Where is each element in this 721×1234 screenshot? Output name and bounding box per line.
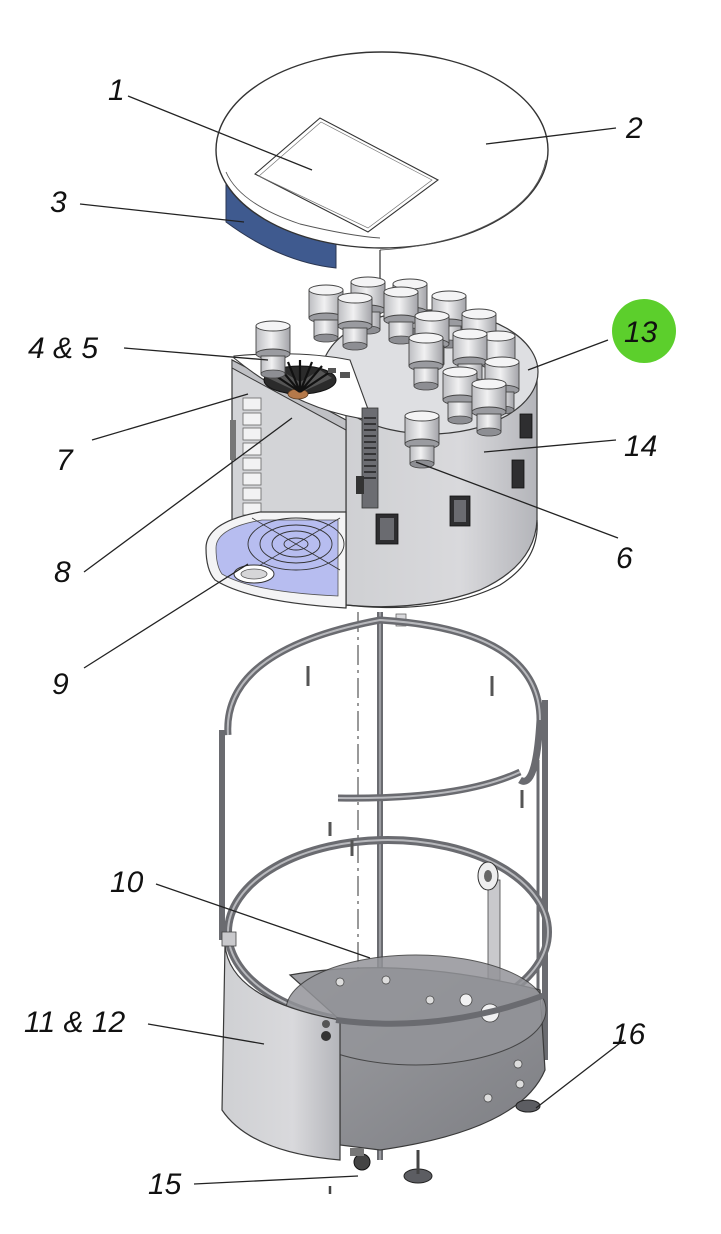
callout-13: 13 xyxy=(624,316,658,349)
callout-1: 1 xyxy=(108,74,125,107)
caster xyxy=(353,1153,371,1171)
callout-2: 2 xyxy=(625,112,643,145)
lid-top xyxy=(215,51,549,320)
callout-labels: 1 2 3 4 & 5 7 13 14 8 6 9 10 11 & 12 16 … xyxy=(24,74,658,1201)
callout-6: 6 xyxy=(616,542,633,575)
highlight-marker-13 xyxy=(612,299,676,363)
callout-10: 10 xyxy=(110,866,144,899)
foot-right xyxy=(515,1099,541,1113)
callout-15: 15 xyxy=(148,1168,182,1201)
callout-8: 8 xyxy=(54,556,71,589)
upper-drum xyxy=(205,276,539,609)
lid-hatch xyxy=(254,117,440,233)
callout-3: 3 xyxy=(50,186,67,219)
callout-14: 14 xyxy=(624,430,657,463)
tray xyxy=(205,511,347,609)
callout-16: 16 xyxy=(612,1018,646,1051)
callout-7: 7 xyxy=(56,444,74,477)
spring-mechanism xyxy=(356,407,379,509)
base xyxy=(221,931,547,1194)
base-side-panel xyxy=(221,944,341,1161)
callout-11-12: 11 & 12 xyxy=(24,1006,126,1039)
callout-9: 9 xyxy=(52,668,69,701)
shelf-slots xyxy=(230,397,262,516)
callout-4-5: 4 & 5 xyxy=(28,332,98,365)
leader-lines xyxy=(79,95,625,1185)
